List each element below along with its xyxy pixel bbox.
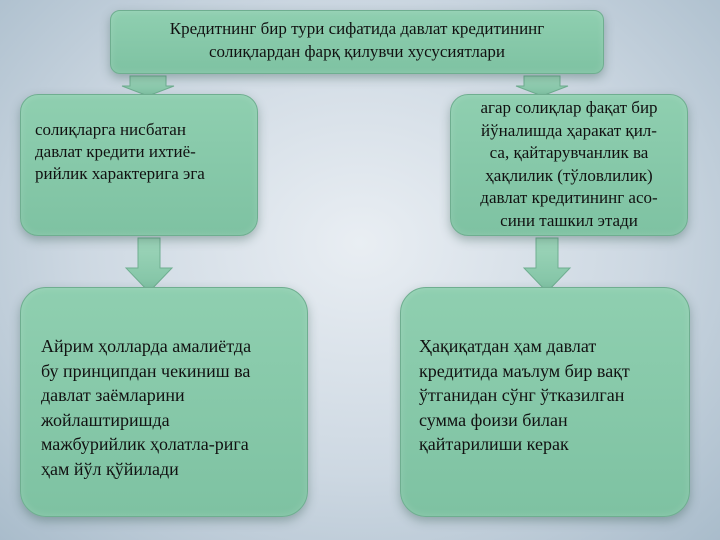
right-lower-box: Ҳақиқатдан ҳам давлат кредитида маълум б… bbox=[400, 287, 690, 517]
left-upper-box: солиқларга нисбатан давлат кредити ихтиё… bbox=[20, 94, 258, 236]
left-lower-box: Айрим ҳолларда амалиётда бу принципдан ч… bbox=[20, 287, 308, 517]
arrow-left-down bbox=[124, 237, 174, 293]
right-upper-box: агар солиқлар фақат бир йўналишда ҳарака… bbox=[450, 94, 688, 236]
arrow-top-to-right bbox=[515, 75, 569, 97]
title-box: Кредитнинг бир тури сифатида давлат кред… bbox=[110, 10, 604, 74]
arrow-top-to-left bbox=[121, 75, 175, 97]
arrow-right-down bbox=[522, 237, 572, 293]
